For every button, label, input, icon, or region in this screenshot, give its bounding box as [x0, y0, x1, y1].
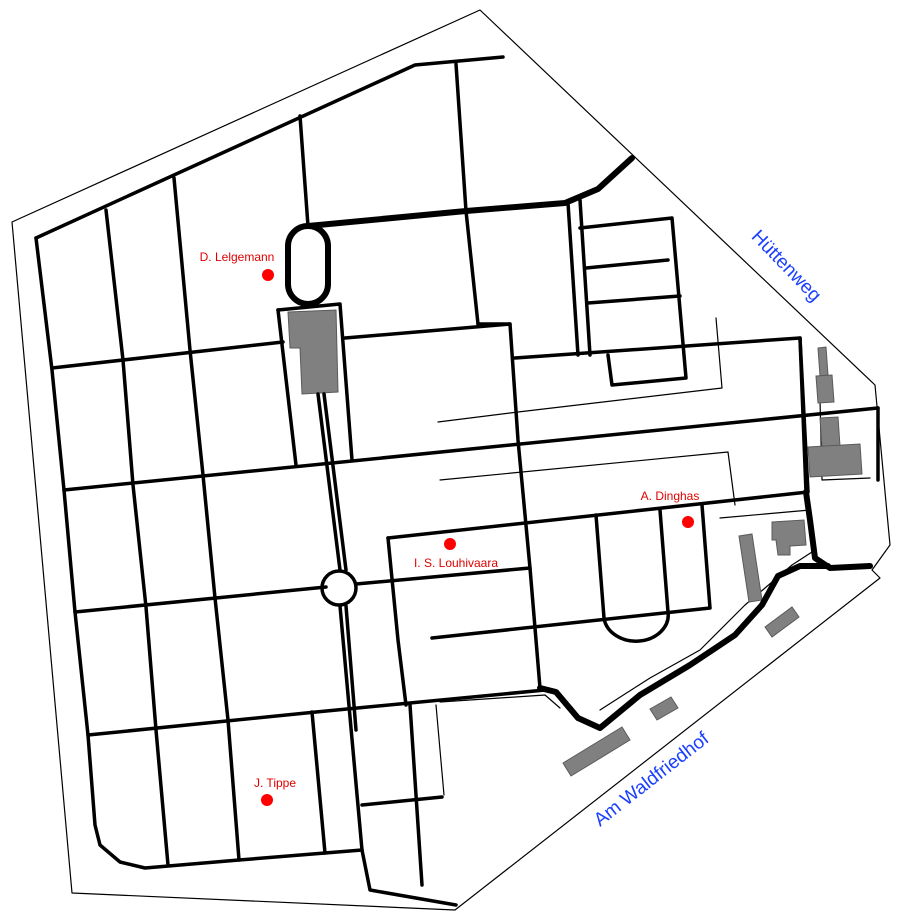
path: [73, 585, 328, 614]
path: [322, 392, 348, 572]
fence: [439, 451, 736, 506]
main-road-southeast: [537, 563, 831, 731]
building: [815, 374, 835, 404]
grave-label: I. S. Louhivaara: [414, 556, 498, 570]
path: [276, 308, 298, 467]
grave-label: D. Lelgemann: [200, 250, 275, 264]
building: [771, 519, 807, 556]
path: [50, 340, 285, 370]
building: [738, 533, 763, 603]
path: [584, 258, 670, 270]
path: [34, 55, 505, 240]
path: [360, 795, 444, 807]
street-label-huettenweg: Hüttenweg: [747, 226, 825, 306]
path: [338, 604, 458, 907]
grave-marker-dinghas[interactable]: A. Dinghas: [641, 489, 700, 528]
building: [649, 696, 679, 721]
fence: [435, 704, 445, 796]
building: [807, 443, 863, 478]
grave-dot: [682, 516, 694, 528]
building: [764, 606, 800, 638]
path: [62, 406, 880, 492]
turnaround-loop: [285, 223, 331, 307]
grave-marker-louhivaara[interactable]: I. S. Louhivaara: [414, 538, 498, 570]
main-road-north: [305, 155, 635, 229]
path: [594, 513, 670, 643]
path: [798, 336, 808, 494]
chapel-building: [287, 309, 339, 395]
building: [817, 346, 829, 377]
path: [658, 508, 670, 614]
roundabout: [320, 569, 358, 607]
grave-marker-lelgemann[interactable]: D. Lelgemann: [200, 250, 275, 281]
path: [310, 710, 327, 855]
path: [566, 201, 580, 357]
grave-label: A. Dinghas: [641, 489, 700, 503]
path: [354, 566, 532, 586]
path: [578, 198, 592, 357]
path: [344, 604, 358, 732]
building: [562, 726, 631, 777]
path: [276, 302, 354, 462]
grave-dot: [261, 794, 273, 806]
path: [476, 322, 542, 690]
path: [578, 216, 688, 387]
path: [408, 703, 424, 887]
path: [454, 62, 480, 326]
path: [316, 392, 342, 572]
path: [430, 503, 712, 640]
path: [86, 688, 547, 737]
path: [104, 208, 170, 867]
grave-dot: [444, 538, 456, 550]
path: [586, 294, 682, 305]
path: [34, 236, 364, 870]
path: [343, 322, 512, 340]
path: [386, 336, 810, 540]
fence: [439, 694, 561, 709]
fence: [437, 317, 723, 423]
main-road-south: [803, 489, 873, 571]
building: [819, 416, 841, 448]
cemetery-boundary: [11, 9, 891, 911]
path: [172, 176, 241, 862]
path: [298, 114, 310, 228]
path: [386, 536, 408, 707]
grave-label: J. Tippe: [254, 776, 296, 790]
grave-marker-tippe[interactable]: J. Tippe: [254, 776, 296, 806]
grave-dot: [262, 269, 274, 281]
